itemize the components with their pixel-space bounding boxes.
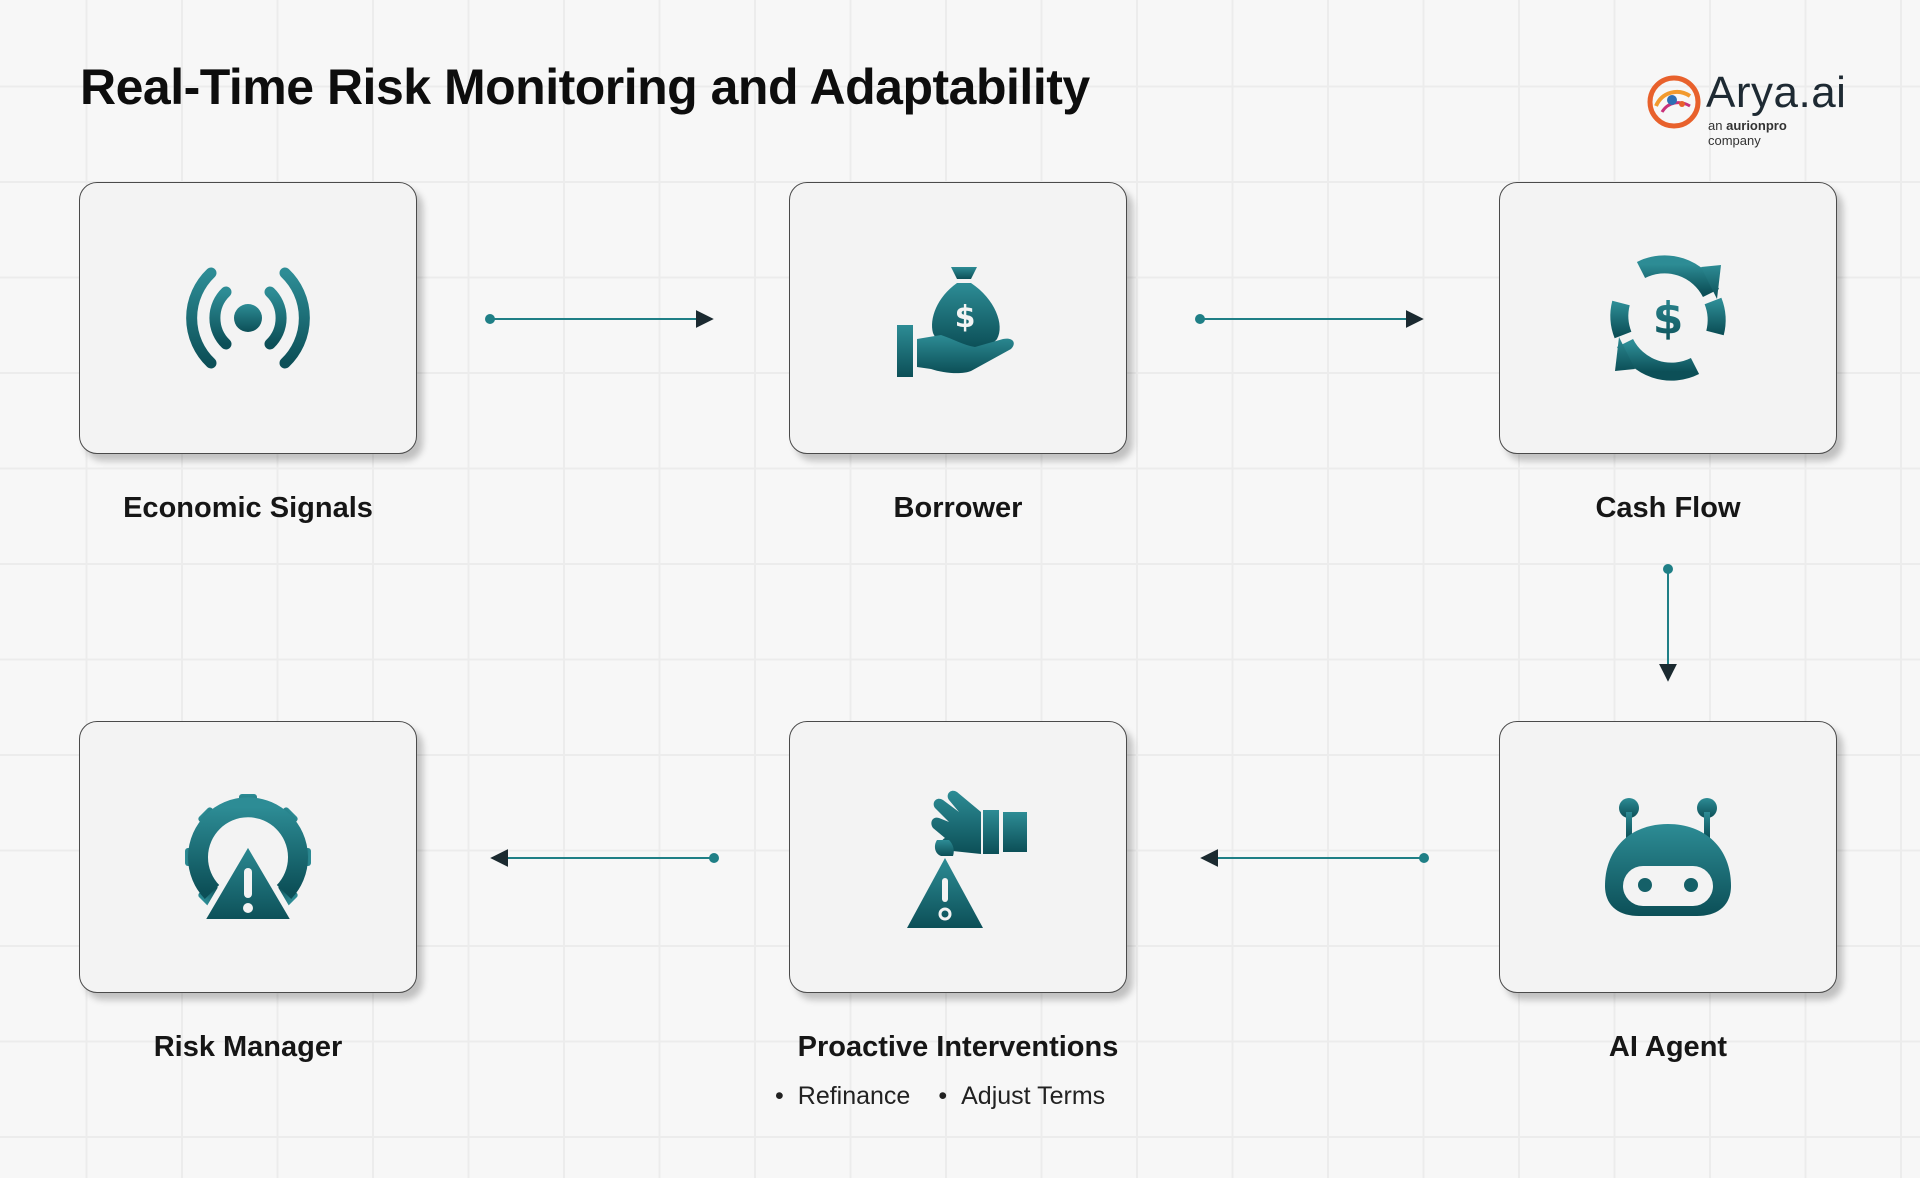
- node-label: Economic Signals: [123, 492, 373, 524]
- broadcast-signal-icon: [186, 267, 310, 369]
- node-label: Borrower: [893, 492, 1023, 524]
- edge-cashflow-aiagent: [1659, 564, 1677, 682]
- svg-text:$: $: [955, 300, 976, 335]
- dollar-cycle-icon: $: [1610, 255, 1726, 381]
- hand-money-bag-icon: $: [897, 267, 1014, 377]
- node-borrower: $: [789, 182, 1127, 454]
- node-economic-signals: [79, 182, 417, 454]
- node-label: Risk Manager: [153, 1031, 343, 1063]
- svg-text:$: $: [1653, 293, 1684, 344]
- node-label: Cash Flow: [1595, 492, 1741, 524]
- logo-tagline: an aurionpro company: [1708, 118, 1787, 148]
- node-label: AI Agent: [1608, 1031, 1728, 1063]
- node-cash-flow: $: [1499, 182, 1837, 454]
- edge-aiagent-interventions: [1200, 849, 1429, 867]
- bullet-item: Refinance: [775, 1082, 911, 1111]
- edge-borrower-cashflow: [1195, 310, 1424, 328]
- brand-logo: Arya.ai an aurionpro company: [1640, 68, 1846, 148]
- edge-economic-borrower: [485, 310, 714, 328]
- node-label: Proactive Interventions: [797, 1031, 1119, 1063]
- hand-warning-icon: [907, 790, 1027, 928]
- logo-wordmark: Arya.ai: [1706, 68, 1847, 117]
- node-ai-agent: [1499, 721, 1837, 993]
- intervention-bullets: Refinance Adjust Terms: [775, 1082, 1105, 1111]
- page-title: Real-Time Risk Monitoring and Adaptabili…: [80, 59, 1090, 115]
- bullet-item: Adjust Terms: [938, 1082, 1105, 1111]
- node-risk-manager: [79, 721, 417, 993]
- edge-interventions-riskmanager: [490, 849, 719, 867]
- robot-icon: [1605, 798, 1731, 916]
- node-proactive-interventions: [789, 721, 1127, 993]
- arya-logo-icon: [1647, 75, 1701, 129]
- gear-warning-icon: [185, 794, 311, 925]
